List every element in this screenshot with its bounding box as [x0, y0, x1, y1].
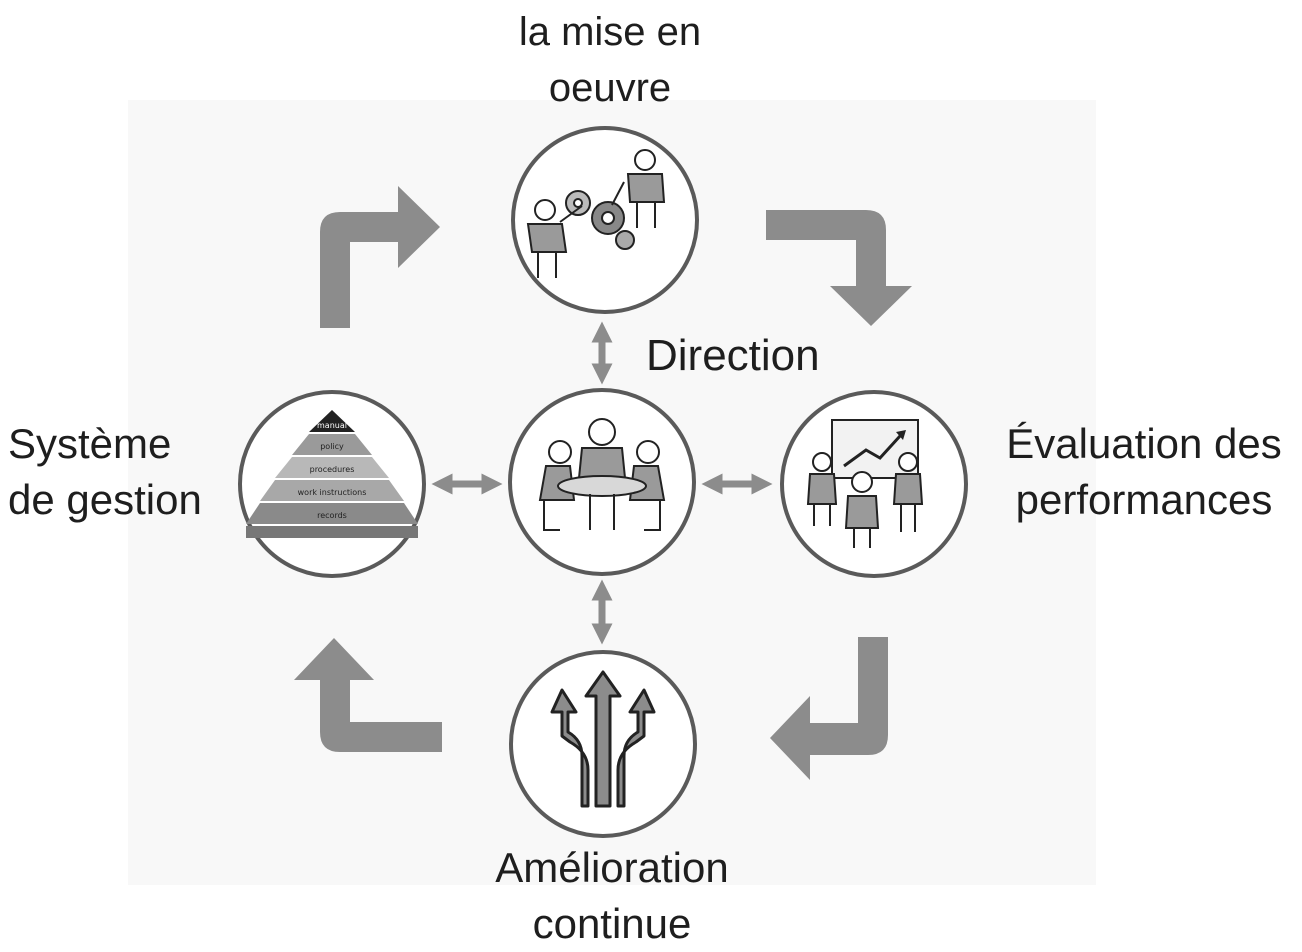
document-pyramid-icon: manual policy procedures work instructio…	[238, 390, 426, 578]
label-implementation: la mise en oeuvre	[518, 10, 702, 110]
meeting-table-icon	[508, 388, 696, 576]
people-gears-icon	[511, 126, 699, 314]
cycle-arrow-top-left	[320, 186, 440, 328]
pyramid-level-3: procedures	[310, 465, 355, 474]
cycle-arrow-top-right	[766, 210, 912, 326]
connectors	[431, 321, 773, 645]
label-performance-evaluation: Évaluation des performances	[1006, 420, 1282, 523]
cycle-arrows	[294, 186, 912, 780]
cycle-arrow-bottom-left	[294, 638, 442, 752]
pyramid-level-2: policy	[320, 442, 344, 451]
label-management-system: Système de gestion	[8, 420, 202, 523]
pyramid-level-5: records	[317, 511, 347, 520]
pyramid-level-4: work instructions	[298, 488, 367, 497]
label-direction: Direction	[646, 331, 820, 380]
presentation-board-icon	[780, 390, 968, 578]
diverging-arrows-icon	[509, 650, 697, 838]
label-continuous-improvement: Amélioration continue	[495, 844, 729, 947]
cycle-arrow-bottom-right	[770, 637, 888, 780]
pyramid-level-1: manual	[317, 421, 347, 430]
